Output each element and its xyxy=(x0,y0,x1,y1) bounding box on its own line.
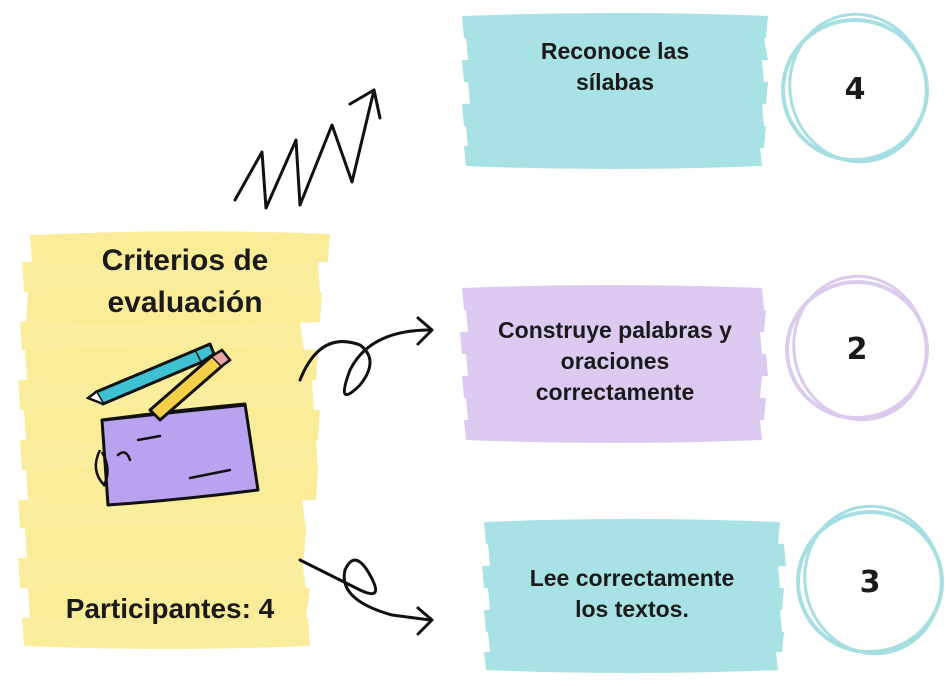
criterion-2-score: 2 xyxy=(846,332,868,367)
criterion-2-line-3: correctamente xyxy=(535,379,695,405)
loop-arrow-icon-2 xyxy=(298,558,434,636)
criterion-3-line-2: los textos. xyxy=(575,596,689,622)
heading-line-1: Criterios de xyxy=(101,244,269,277)
loop-arrow-icon xyxy=(298,316,434,397)
heading-line-2: evaluación xyxy=(107,286,263,319)
criterion-3-highlight xyxy=(482,519,786,673)
criterion-1-score: 4 xyxy=(844,72,866,107)
criterion-1-line-1: Reconoce las xyxy=(540,38,690,64)
criterion-2-line-2: oraciones xyxy=(560,348,670,374)
zigzag-arrow-icon xyxy=(233,88,382,210)
criterion-1-text: Reconoce las sílabas xyxy=(470,36,760,98)
score-ring-3 xyxy=(796,504,944,656)
criterion-2-highlight xyxy=(460,285,768,443)
criterion-3-line-1: Lee correctamente xyxy=(529,565,735,591)
criterion-1-highlight xyxy=(462,13,768,169)
score-ring-2 xyxy=(785,274,929,422)
criterion-3-score: 3 xyxy=(859,565,881,600)
criterion-2-line-1: Construye palabras y xyxy=(498,317,732,343)
participants-label: Participantes: 4 xyxy=(65,593,275,624)
criterion-1-line-2: sílabas xyxy=(576,69,654,95)
criterion-2-text: Construye palabras y oraciones correctam… xyxy=(460,315,770,408)
pencil-case-icon xyxy=(94,402,260,507)
diagram-heading: Criterios de evaluación xyxy=(40,240,330,324)
score-ring-1 xyxy=(781,12,929,164)
pencil-icon xyxy=(148,348,232,422)
criterion-3-text: Lee correctamente los textos. xyxy=(484,563,780,625)
